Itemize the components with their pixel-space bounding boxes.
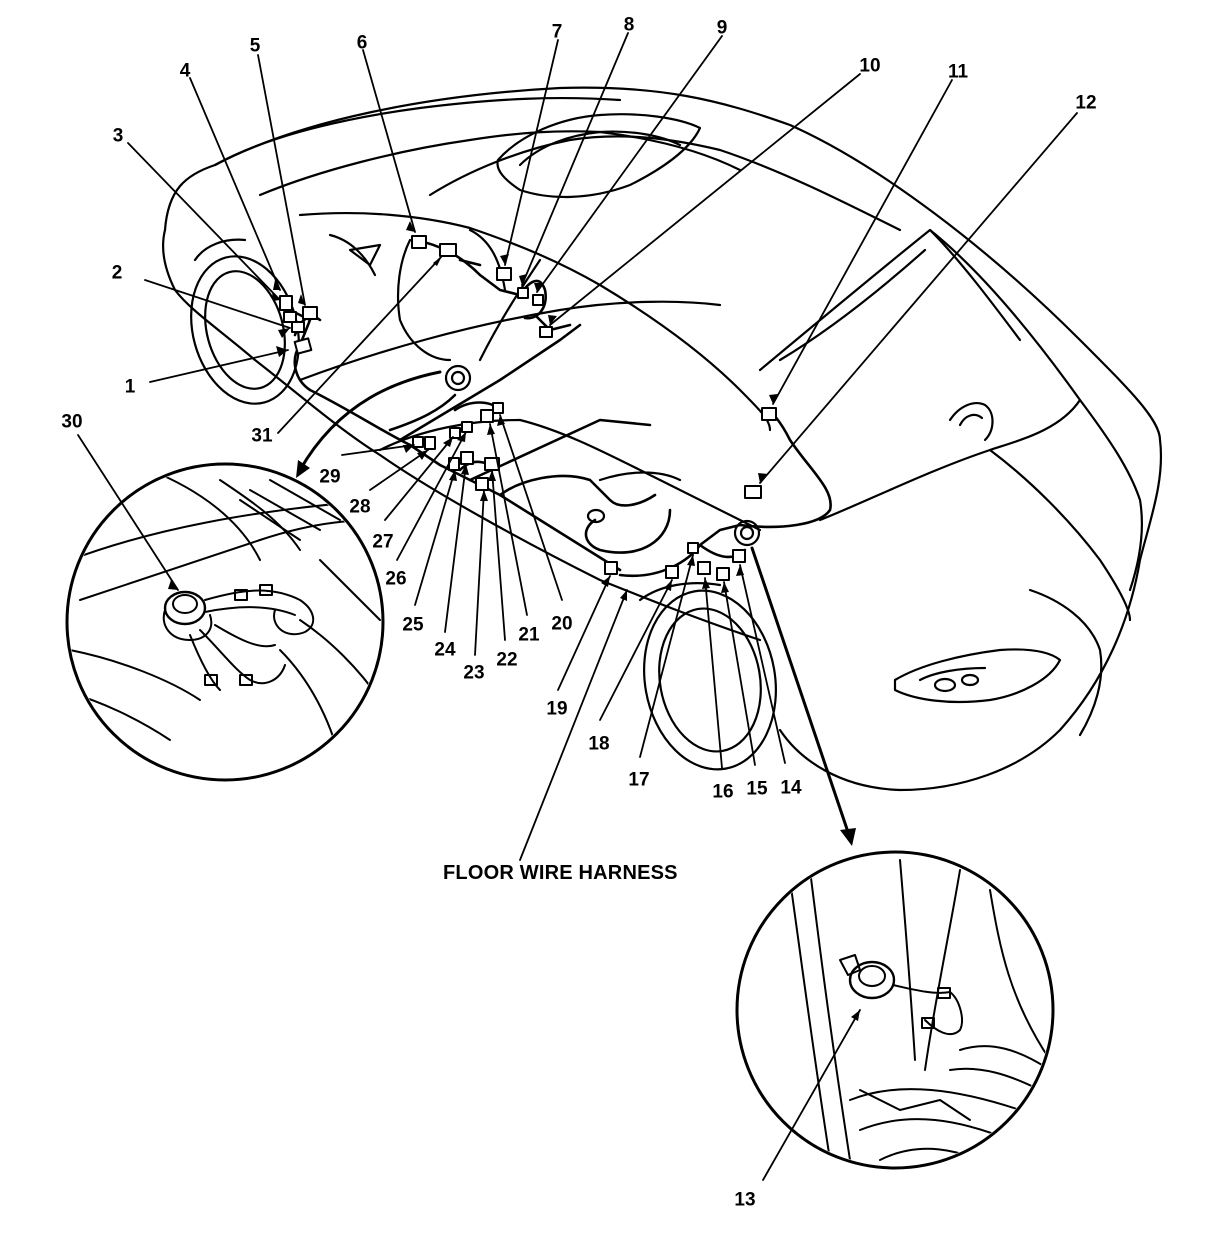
callout-9: 9 [716,17,728,39]
callout-15: 15 [746,778,768,800]
connector-11 [761,407,777,421]
connector-28 [424,436,436,450]
callout-16: 16 [712,781,734,803]
connector-23 [475,477,489,491]
arrowheads [168,221,860,1021]
connector-6 [411,235,427,249]
connector-29 [412,436,424,448]
callout-5: 5 [249,35,261,57]
callout-30: 30 [61,411,83,433]
figure-caption: FLOOR WIRE HARNESS [443,862,678,884]
callout-3: 3 [112,125,124,147]
callout-23: 23 [463,662,485,684]
callout-19: 19 [546,698,568,720]
rear-wheel [638,582,777,771]
connector-1 [293,337,313,355]
car-body-outline [161,86,1163,792]
connector-31 [439,243,457,257]
connector-20 [492,402,504,414]
callout-13: 13 [734,1189,756,1211]
detail-pointers [298,370,852,840]
connector-8 [517,287,529,299]
detail-view-13 [735,850,1055,1170]
connector-9 [532,294,544,306]
callout-8: 8 [623,14,635,36]
callout-2: 2 [111,262,123,284]
connector-15 [716,567,730,581]
connector-19 [604,561,618,575]
connector-18 [665,565,679,579]
callout-12: 12 [1075,92,1097,114]
callout-28: 28 [349,496,371,518]
ground-point-front [444,364,472,392]
ground-points [444,364,761,547]
floor-wire-harness [288,238,832,578]
connector-7 [496,267,512,281]
callout-11: 11 [947,61,969,83]
callout-14: 14 [780,777,802,799]
callout-6: 6 [356,32,368,54]
connector-17 [687,542,699,554]
connector-4 [283,311,297,323]
callout-27: 27 [372,531,394,553]
connector-10 [539,326,553,338]
callout-18: 18 [588,733,610,755]
connector-26 [461,421,473,433]
connector-27 [449,427,461,439]
callout-31: 31 [251,425,273,447]
connector-3 [279,295,293,311]
callout-4: 4 [179,60,191,82]
connector-16 [697,561,711,575]
leader-lines [77,32,1078,1181]
callout-29: 29 [319,466,341,488]
callout-26: 26 [385,568,407,590]
connectors [279,235,777,581]
connector-2 [291,321,305,333]
detail-view-30 [65,462,385,782]
connector-21 [480,409,494,423]
ground-point-rear [733,519,761,547]
connector-14 [732,549,746,563]
callout-7: 7 [551,21,563,43]
callout-21: 21 [518,624,540,646]
callout-25: 25 [402,614,424,636]
connector-12 [744,485,762,499]
detail-pointer-heads [296,460,856,846]
callout-20: 20 [551,613,573,635]
callout-24: 24 [434,639,456,661]
connector-5 [302,306,318,320]
callout-10: 10 [859,55,881,77]
callout-1: 1 [124,376,136,398]
connector-24 [460,451,474,465]
callout-22: 22 [496,649,518,671]
callout-17: 17 [628,769,650,791]
